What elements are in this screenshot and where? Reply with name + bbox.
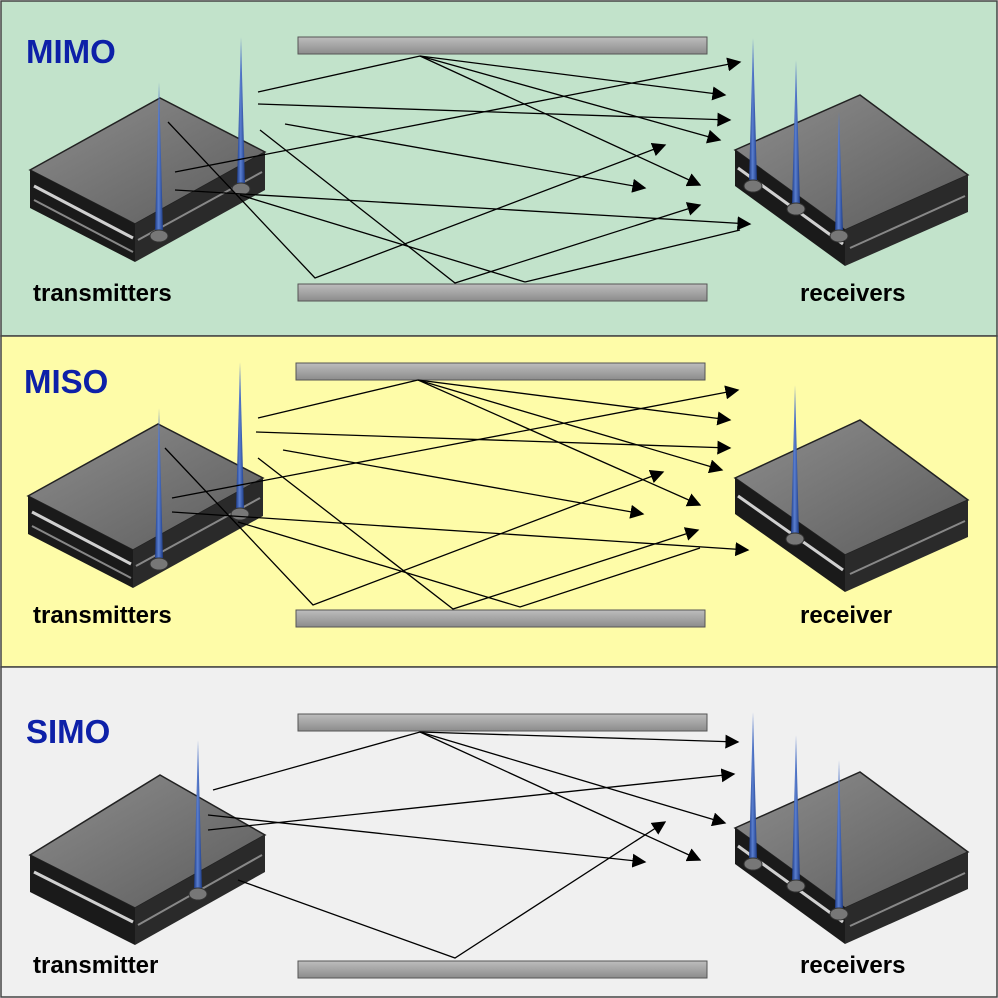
signal-paths [207, 731, 740, 959]
receiver-label: receivers [800, 280, 905, 307]
panel-title: MIMO [26, 33, 116, 70]
top-reflector [297, 713, 708, 732]
antenna-icon [155, 82, 163, 232]
antenna-icon [749, 38, 757, 182]
antenna-icon [155, 408, 163, 560]
transmitter-label: transmitters [33, 280, 172, 307]
antenna-icon [194, 740, 202, 890]
bottom-reflector [297, 960, 708, 979]
receiver-router-icon [733, 38, 970, 266]
receiver-router-icon [733, 385, 970, 592]
panel-miso: MISO [0, 335, 998, 668]
signal-paths [167, 55, 752, 284]
transmitter-label: transmitter [33, 952, 158, 979]
bottom-reflector [297, 283, 708, 302]
transmitter-router-icon [26, 362, 265, 588]
top-reflector [295, 362, 706, 381]
antenna-icon [749, 712, 757, 860]
receiver-router-icon [733, 712, 970, 944]
panel-title: MISO [24, 363, 108, 400]
transmitter-router-icon [28, 37, 267, 262]
antenna-icon [791, 385, 799, 535]
antenna-icon [236, 362, 244, 510]
antenna-icon [835, 760, 843, 910]
signal-paths [164, 379, 750, 610]
top-reflector [297, 36, 708, 55]
panel-simo: SIMO [0, 666, 998, 998]
transmitter-router-icon [28, 740, 267, 945]
transmitter-label: transmitters [33, 602, 172, 629]
bottom-reflector [295, 609, 706, 628]
panel-mimo: MIMO [0, 0, 998, 337]
receiver-label: receiver [800, 602, 892, 629]
receiver-label: receivers [800, 952, 905, 979]
antenna-icon [237, 37, 245, 185]
antenna-icon [835, 112, 843, 232]
antenna-icon [792, 735, 800, 882]
panel-title: SIMO [26, 713, 110, 750]
antenna-icon [792, 60, 800, 205]
